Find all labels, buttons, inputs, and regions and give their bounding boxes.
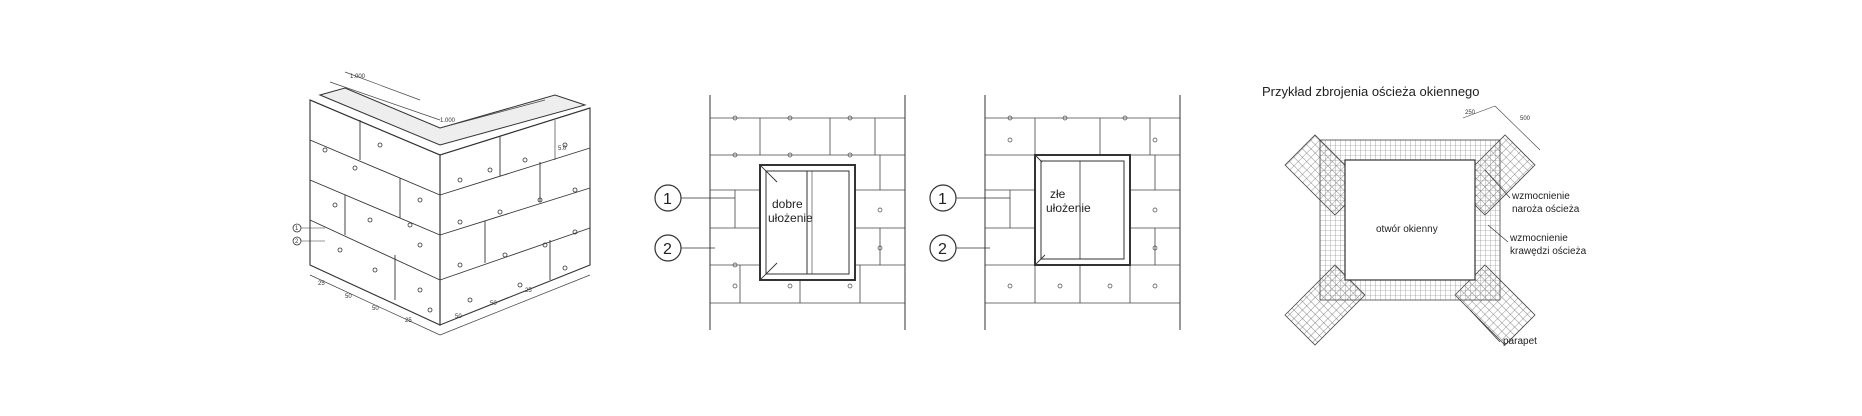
iso-bottom-dim-label: 50 [455,314,462,320]
dim-a-label: 250 [1465,110,1476,116]
good-callout-2: 2 [654,234,715,262]
svg-text:2: 2 [938,241,947,258]
iso-bottom-dim-label: 25 [405,318,412,324]
good-callout-1: 1 [654,184,735,212]
corner-label-line2: naroża ościeża [1512,204,1580,215]
dim-side-label: 5.0 [558,146,567,152]
bad-label-line1: złe [1050,187,1066,201]
good-label-line1: dobre [772,197,803,211]
svg-text:2: 2 [663,241,672,258]
iso-bottom-dim-label: 25 [318,281,325,287]
good-label-line2: ułożenie [768,211,813,225]
dim-b-label: 500 [1520,116,1531,122]
sill-label: parapet [1503,336,1537,347]
good-layout-diagram: dobre ułożenie 1 2 [654,95,906,330]
window-opening [1344,159,1476,281]
edge-label-line1: wzmocnienie [1509,233,1568,244]
iso-bottom-dim-label: 25 [525,288,532,294]
iso-bottom-dim-label: 50 [345,294,352,300]
isometric-corner-diagram: 1.000 1.000 5.0 25 50 50 25 50 50 25 1 2 [292,71,591,336]
dim-top-2-label: 1.000 [440,118,456,124]
corner-label-line1: wzmocnienie [1511,191,1570,202]
bad-layout-diagram: złe ułożenie 1 2 [929,95,1181,330]
dim-top-label: 1.000 [350,74,366,80]
center-label: otwór okienny [1376,224,1438,235]
svg-text:1: 1 [295,226,299,232]
bad-callout-2: 2 [929,234,990,262]
edge-label-line2: krawędzi ościeża [1510,246,1587,257]
svg-text:2: 2 [295,239,299,245]
iso-bottom-dim-label: 50 [372,306,379,312]
svg-text:1: 1 [938,191,947,208]
bad-label-line2: ułożenie [1046,201,1091,215]
iso-callout-1: 1 [292,223,325,233]
iso-bottom-dim-label: 50 [490,301,497,307]
bad-callout-1: 1 [929,184,1010,212]
mesh-title: Przykład zbrojenia ościeża okiennego [1262,84,1480,99]
svg-text:1: 1 [663,191,672,208]
iso-callout-2: 2 [292,236,325,246]
mesh-reinforcement-diagram: Przykład zbrojenia ościeża okiennego otw… [1262,84,1587,347]
